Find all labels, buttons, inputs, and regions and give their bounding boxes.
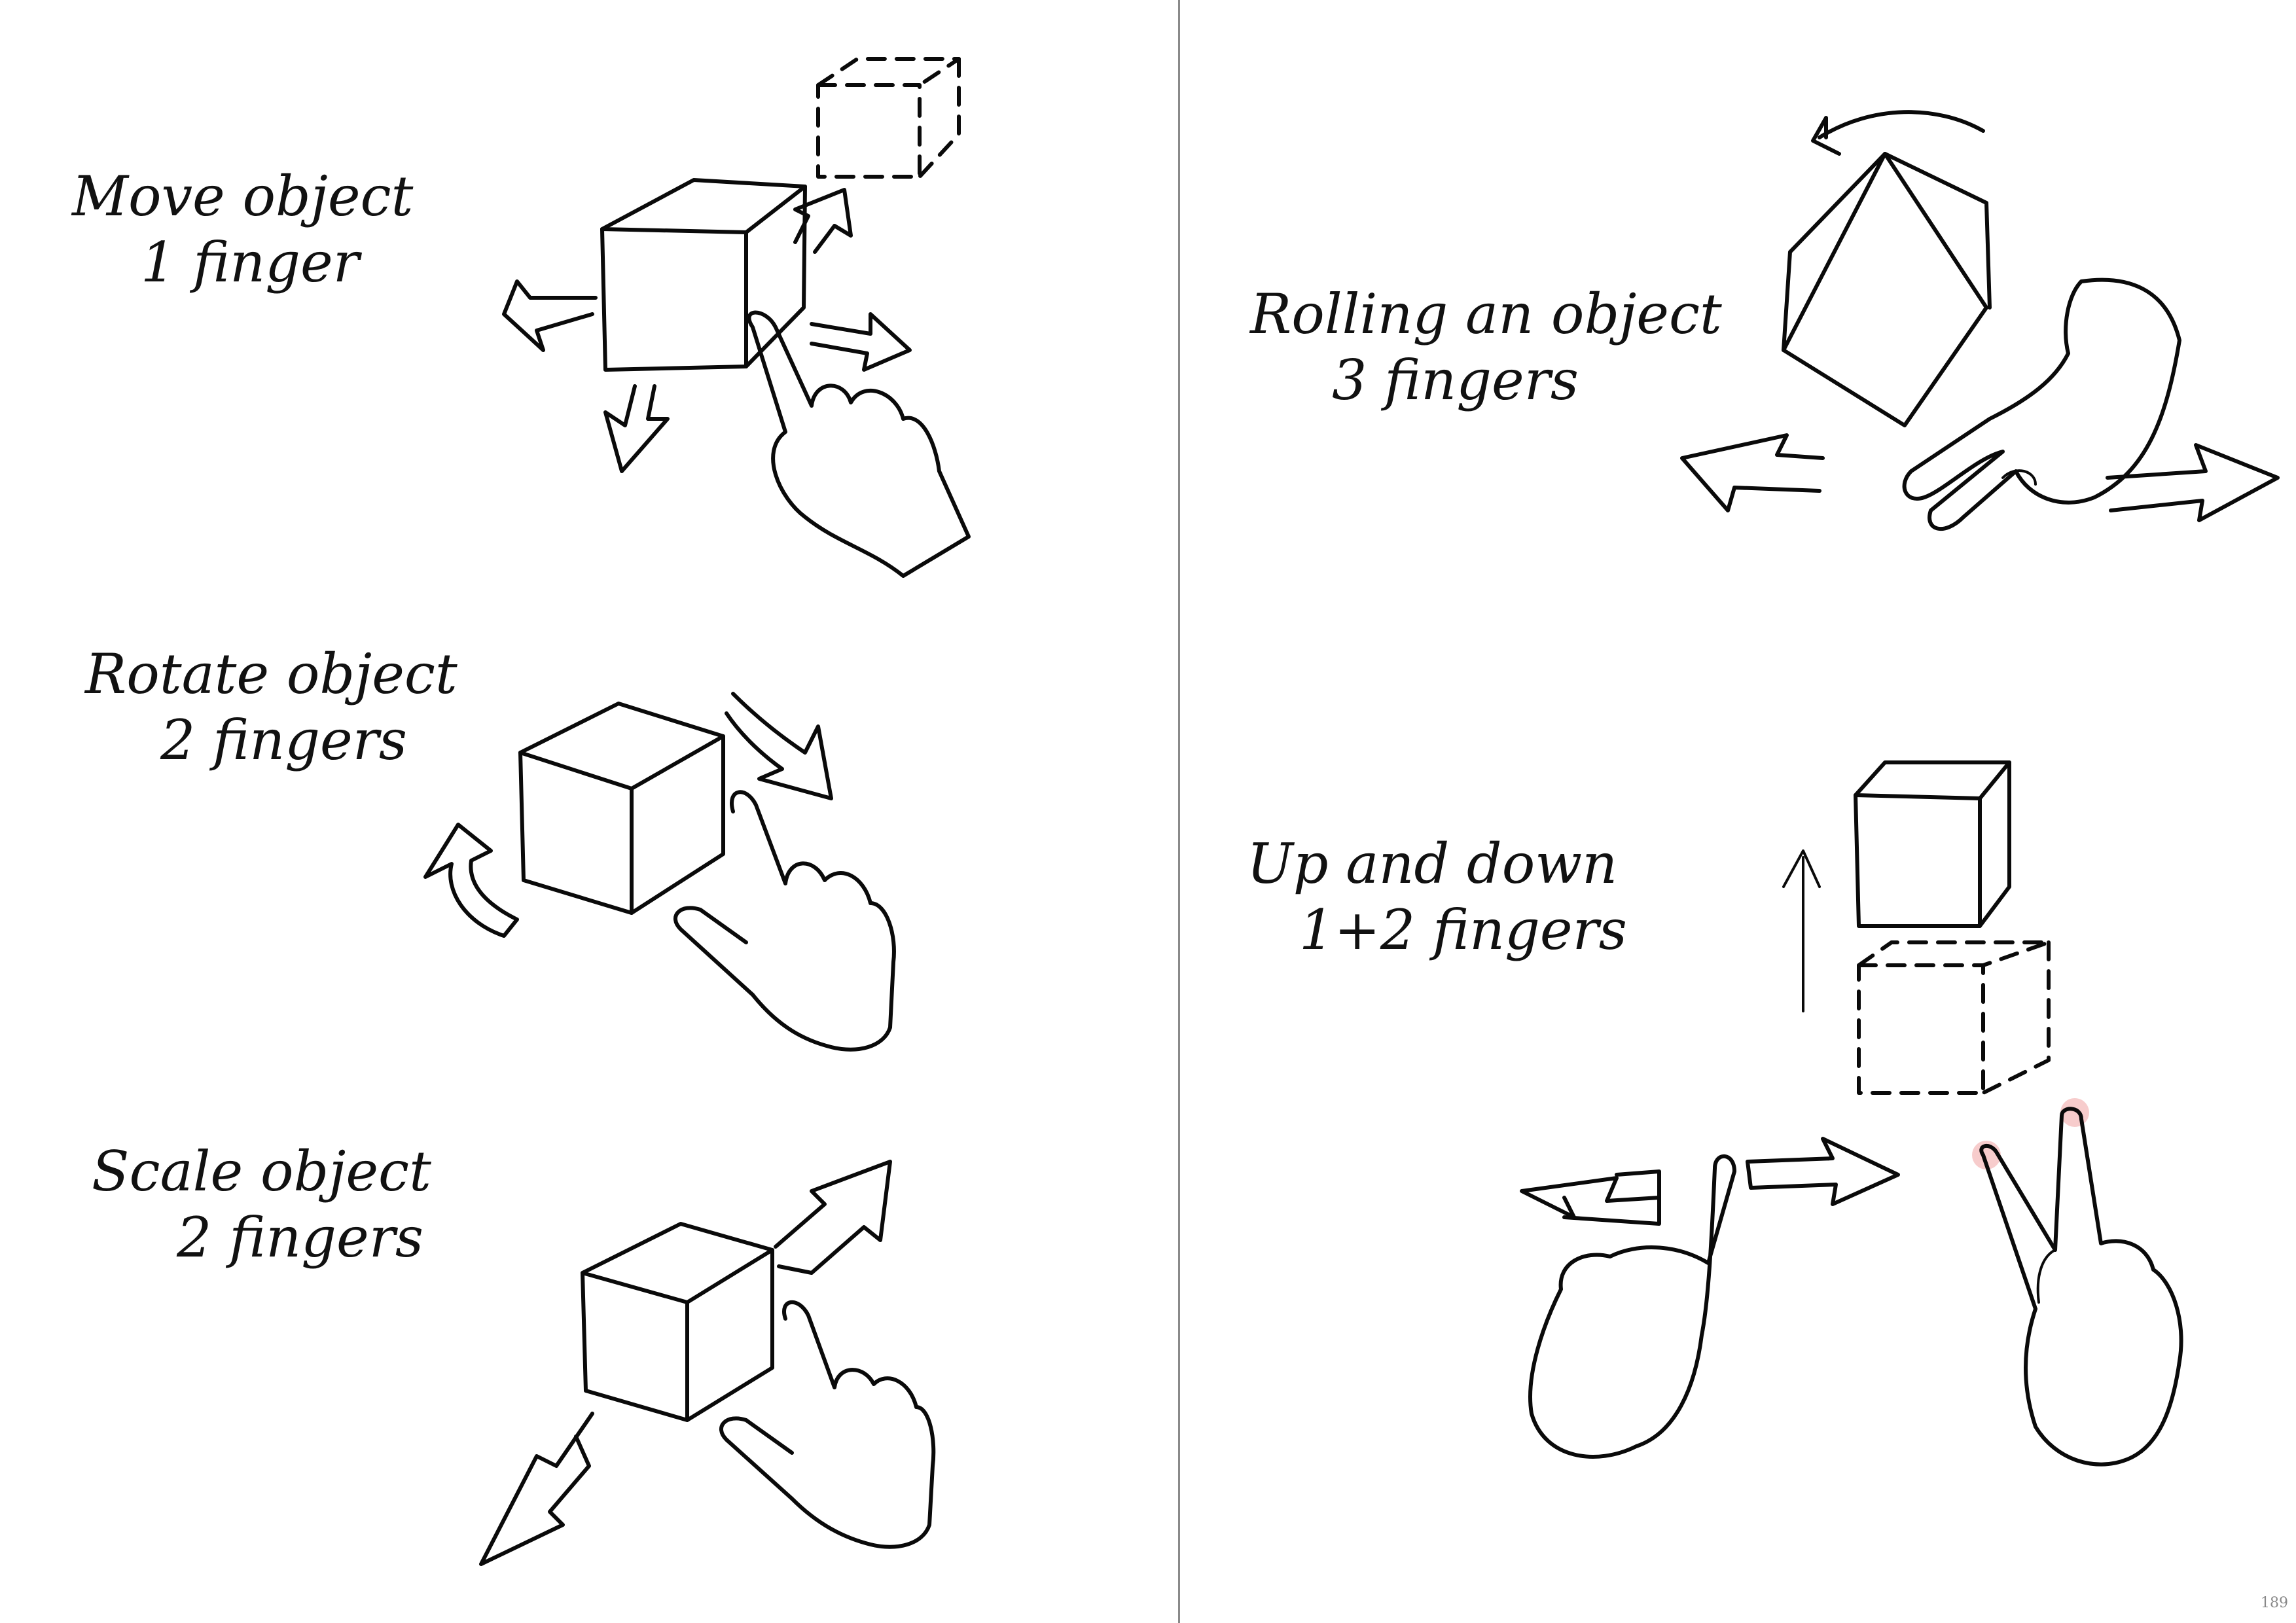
cube-icon	[583, 1224, 772, 1420]
arrow-icon	[425, 694, 831, 936]
updown-illustration	[1522, 762, 2181, 1465]
hand-two-fingers-icon	[1972, 1098, 2181, 1465]
roll-illustration	[1682, 112, 2278, 529]
arrow-icon	[1522, 1139, 1898, 1224]
arrow-up-icon	[1784, 851, 1820, 1011]
dashed-cube-icon	[818, 59, 959, 177]
hand-flat-icon	[1905, 280, 2179, 529]
cube-icon	[1856, 762, 2009, 926]
page-number: 189	[2261, 1595, 2288, 1611]
cube-icon	[602, 180, 805, 370]
hand-pointing-icon	[675, 792, 894, 1049]
cube-icon	[520, 704, 723, 913]
cube-icon	[1784, 154, 1990, 425]
dashed-cube-icon	[1859, 942, 2049, 1093]
hand-pointing-icon	[721, 1302, 933, 1547]
rotate-illustration	[425, 694, 894, 1050]
move-illustration	[504, 59, 969, 576]
scale-illustration	[481, 1162, 933, 1564]
hand-pointing-icon	[1530, 1156, 1734, 1457]
